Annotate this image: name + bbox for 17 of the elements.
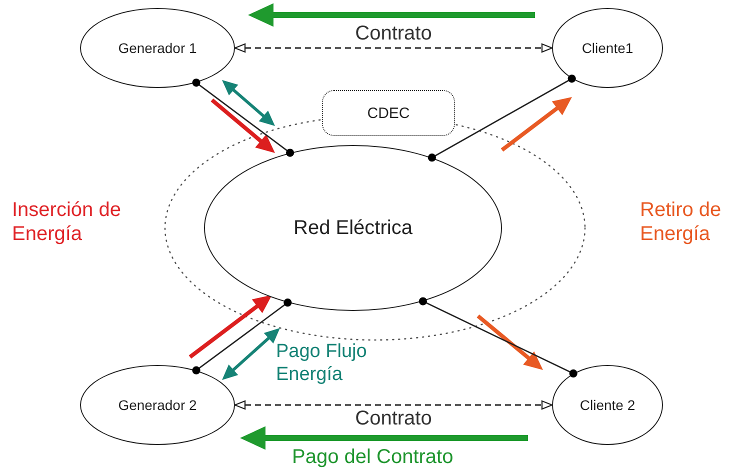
node-label: Generador 1 bbox=[118, 40, 197, 56]
annotation-text: Retiro de Energía bbox=[640, 198, 722, 246]
node-label: Cliente1 bbox=[582, 40, 634, 56]
dashed-connector bbox=[234, 400, 553, 410]
connector-line bbox=[192, 78, 294, 157]
dashed-connector bbox=[234, 43, 553, 53]
node-label: Generador 2 bbox=[118, 397, 197, 413]
node-label: CDEC bbox=[367, 104, 410, 122]
node-label: Red Eléctrica bbox=[294, 216, 412, 240]
node-label: Cliente 2 bbox=[580, 397, 636, 413]
annotation-text: Pago del Contrato bbox=[292, 445, 454, 469]
connector-line bbox=[428, 74, 576, 162]
annotation-text: Pago Flujo Energía bbox=[276, 341, 368, 387]
connector-line bbox=[418, 297, 578, 378]
dotted-box bbox=[322, 90, 455, 136]
connector-line bbox=[192, 298, 292, 374]
annotation-text: Inserción de Energía bbox=[12, 198, 122, 246]
